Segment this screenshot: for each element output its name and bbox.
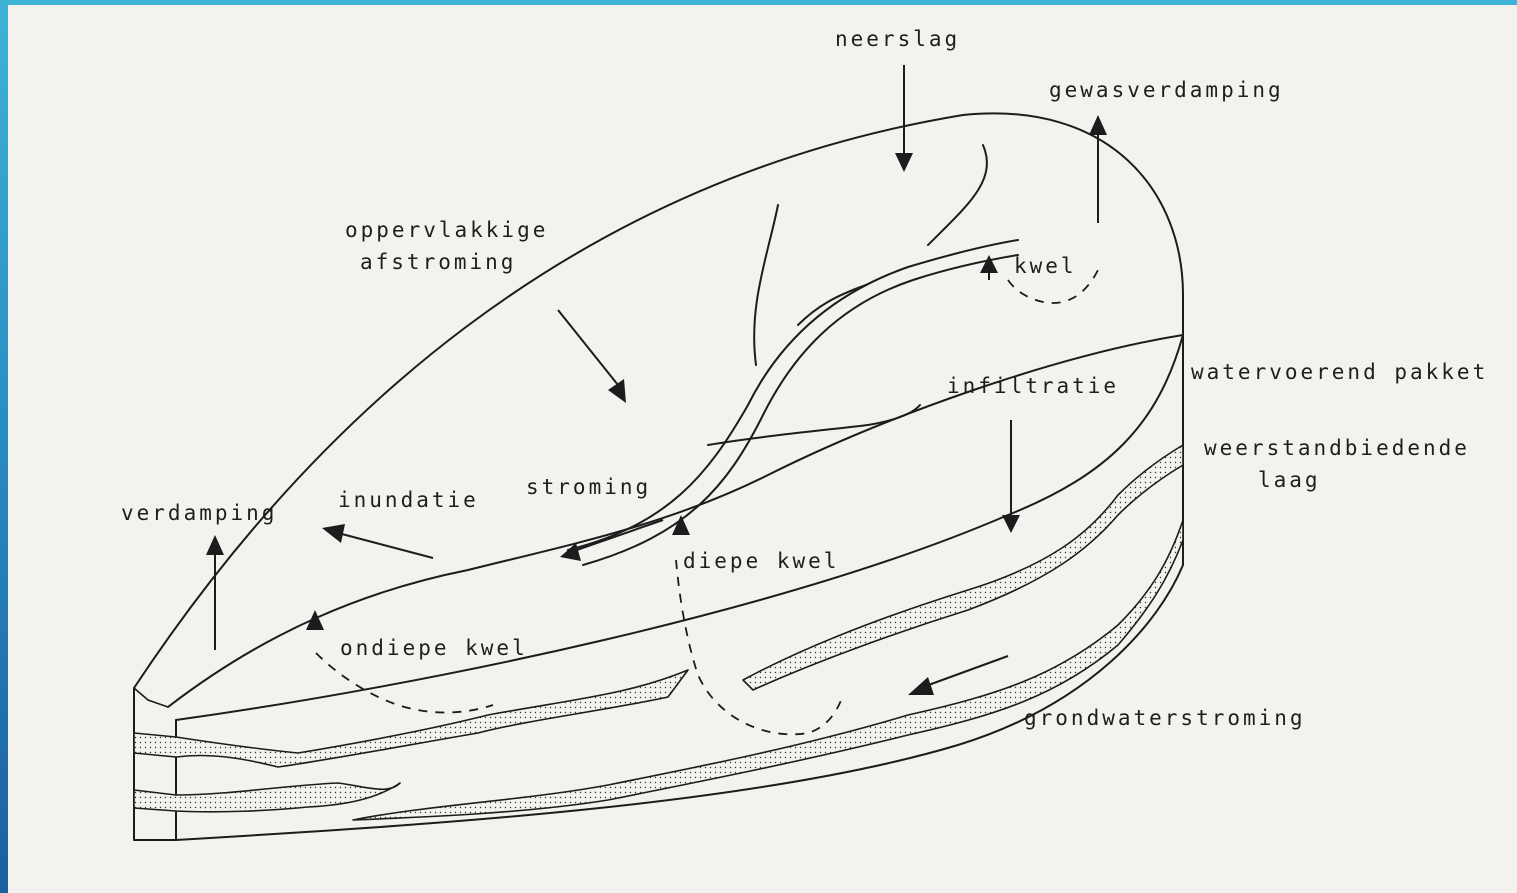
afstroming-arrow — [558, 310, 618, 385]
verdamping-arrowhead — [206, 535, 224, 555]
tributary-3 — [708, 405, 920, 445]
label-neerslag: neerslag — [835, 29, 960, 50]
resistant-layer-upper — [134, 670, 688, 767]
label-infiltratie: infiltratie — [947, 376, 1119, 397]
label-oppervlakkige: oppervlakkige — [345, 220, 548, 241]
tributary-1 — [754, 205, 778, 365]
grondwaterstroming-arrowhead — [908, 677, 934, 695]
block-bottom — [176, 335, 1183, 840]
label-grondwaterstroming: grondwaterstroming — [1024, 708, 1306, 729]
diagram-frame: neerslag gewasverdamping oppervlakkige a… — [8, 5, 1517, 893]
stroming-arrow — [568, 520, 663, 553]
grondwaterstroming-arrow — [923, 656, 1008, 687]
label-ondiepe-kwel: ondiepe kwel — [340, 638, 528, 659]
block-left-face — [134, 688, 176, 840]
resistant-layer-lower — [134, 783, 400, 812]
label-laag: laag — [1258, 470, 1321, 491]
inundatie-arrow — [338, 533, 433, 558]
tributary-2 — [928, 145, 987, 245]
gewasverdamping-arrowhead — [1089, 115, 1107, 135]
label-watervoerend-pakket: watervoerend pakket — [1191, 362, 1488, 383]
inundatie-arrowhead — [322, 524, 345, 543]
label-gewasverdamping: gewasverdamping — [1049, 80, 1284, 101]
label-stroming: stroming — [526, 477, 651, 498]
label-diepe-kwel: diepe kwel — [683, 551, 839, 572]
neerslag-arrowhead — [895, 153, 913, 172]
label-verdamping: verdamping — [121, 503, 277, 524]
label-afstroming: afstroming — [360, 252, 516, 273]
label-weerstandbiedende: weerstandbiedende — [1204, 438, 1470, 459]
catchment-outline — [134, 113, 1183, 688]
infiltratie-arrowhead — [1002, 515, 1020, 533]
label-inundatie: inundatie — [338, 490, 479, 511]
ondiepe-kwel-arrowhead — [306, 610, 324, 630]
rim-edge — [134, 688, 168, 707]
label-kwel: kwel — [1014, 256, 1077, 277]
